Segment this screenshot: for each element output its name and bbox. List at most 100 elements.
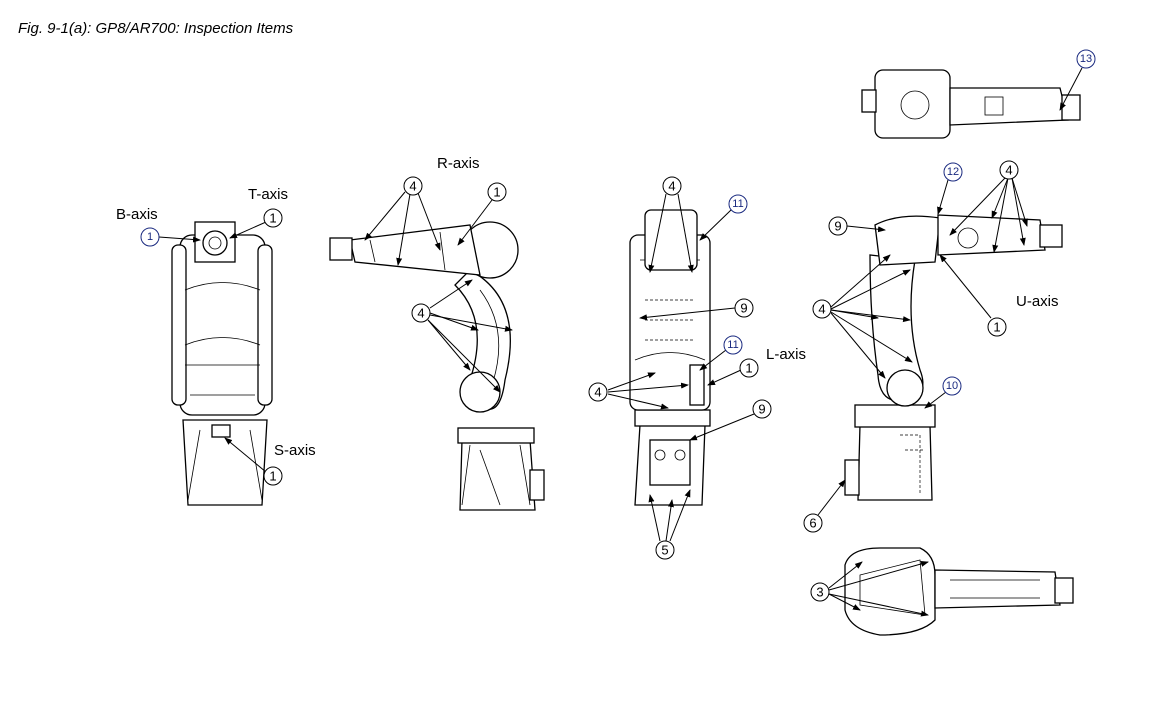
callout-circle xyxy=(403,176,423,196)
callout-number: 5 xyxy=(661,543,668,558)
leader-arrow xyxy=(699,209,732,241)
callout-9: 9 xyxy=(752,399,772,419)
leader-arrow xyxy=(669,489,691,542)
leader-arrow xyxy=(429,314,513,332)
callout-number: 9 xyxy=(758,402,765,417)
robot-back-view xyxy=(629,209,711,506)
leader-arrow xyxy=(937,179,949,215)
leader-arrow xyxy=(607,382,689,393)
callout-circle xyxy=(662,176,682,196)
callout-circle xyxy=(728,194,748,214)
leader-arrow xyxy=(689,413,755,441)
callout-circle xyxy=(739,358,759,378)
leader-arrow xyxy=(828,561,929,591)
callout-circle xyxy=(812,299,832,319)
callout-4: 4 xyxy=(403,176,423,196)
callout-circle xyxy=(734,298,754,318)
callout-circle xyxy=(942,376,962,396)
callout-11: 11 xyxy=(723,335,743,355)
callout-number: 1 xyxy=(269,211,276,226)
callout-number: 3 xyxy=(816,585,823,600)
callout-number: 11 xyxy=(732,198,743,210)
callout-circle xyxy=(655,540,675,560)
label-s-axis: S-axis xyxy=(274,442,316,459)
callout-13: 13 xyxy=(1076,49,1096,69)
label-r-axis: R-axis xyxy=(437,155,480,172)
leader-arrow xyxy=(992,177,1009,253)
leader-arrow xyxy=(830,269,911,310)
callout-circle xyxy=(810,582,830,602)
leader-arrow xyxy=(607,393,669,410)
leader-arrow xyxy=(830,311,913,363)
callout-number: 1 xyxy=(493,185,500,200)
leader-arrow xyxy=(817,479,846,516)
callout-4: 4 xyxy=(411,303,431,323)
leader-arrow xyxy=(707,369,742,386)
callout-12: 12 xyxy=(943,162,963,182)
robot-bottom-view xyxy=(844,547,1074,636)
leader-arrow xyxy=(224,437,267,473)
callout-circle xyxy=(140,227,160,247)
callout-number: 12 xyxy=(947,166,959,178)
leader-arrow xyxy=(396,193,411,266)
leader-arrow xyxy=(429,279,473,309)
leader-arrow xyxy=(1011,177,1026,246)
callout-number: 10 xyxy=(946,380,958,392)
leader-arrow xyxy=(158,236,201,243)
callout-number: 11 xyxy=(727,339,738,351)
robot-side-view-left xyxy=(329,221,545,511)
callout-circle xyxy=(752,399,772,419)
robot-side-view-right xyxy=(844,214,1063,501)
leader-arrow xyxy=(427,319,501,393)
label-l-axis: L-axis xyxy=(766,346,806,363)
leader-arrow xyxy=(846,225,886,233)
callout-1: 1 xyxy=(487,182,507,202)
callout-6: 6 xyxy=(803,513,823,533)
callout-9: 9 xyxy=(828,216,848,236)
leader-arrow xyxy=(991,177,1009,219)
leader-arrow xyxy=(830,309,911,323)
callout-circle xyxy=(803,513,823,533)
callout-circle xyxy=(987,317,1007,337)
leader-arrow xyxy=(607,372,656,391)
leader-arrow xyxy=(828,593,929,617)
leader-arrow xyxy=(830,312,886,379)
callout-circle xyxy=(943,162,963,182)
callout-circle xyxy=(263,208,283,228)
leader-arrow xyxy=(364,191,406,241)
leader-arrow xyxy=(828,593,861,611)
leader-arrows xyxy=(158,67,1083,617)
callout-4: 4 xyxy=(662,176,682,196)
callout-circle xyxy=(411,303,431,323)
leader-arrow xyxy=(677,193,694,273)
robot-top-view xyxy=(861,69,1081,139)
leader-arrow xyxy=(939,254,992,319)
callout-1: 1 xyxy=(263,466,283,486)
label-b-axis: B-axis xyxy=(116,206,158,223)
callout-11: 11 xyxy=(728,194,748,214)
label-t-axis: T-axis xyxy=(248,186,288,203)
robot-front-view xyxy=(171,221,273,506)
leader-arrow xyxy=(648,193,667,273)
label-u-axis: U-axis xyxy=(1016,293,1059,310)
callout-4: 4 xyxy=(588,382,608,402)
leader-arrow xyxy=(639,307,736,321)
callout-1: 1 xyxy=(140,227,160,247)
callout-number: 6 xyxy=(809,516,816,531)
callout-circle xyxy=(999,160,1019,180)
callout-circle xyxy=(828,216,848,236)
callout-number: 1 xyxy=(993,320,1000,335)
callout-number: 4 xyxy=(1005,163,1012,178)
callout-number: 1 xyxy=(745,361,752,376)
leader-arrow xyxy=(924,391,947,409)
callout-circle xyxy=(263,466,283,486)
callout-number: 4 xyxy=(668,179,675,194)
leader-arrow xyxy=(699,349,727,371)
callout-number: 4 xyxy=(594,385,601,400)
callout-number: 9 xyxy=(740,301,747,316)
leader-arrow xyxy=(648,494,661,542)
leader-arrow xyxy=(828,561,863,589)
callout-5: 5 xyxy=(655,540,675,560)
